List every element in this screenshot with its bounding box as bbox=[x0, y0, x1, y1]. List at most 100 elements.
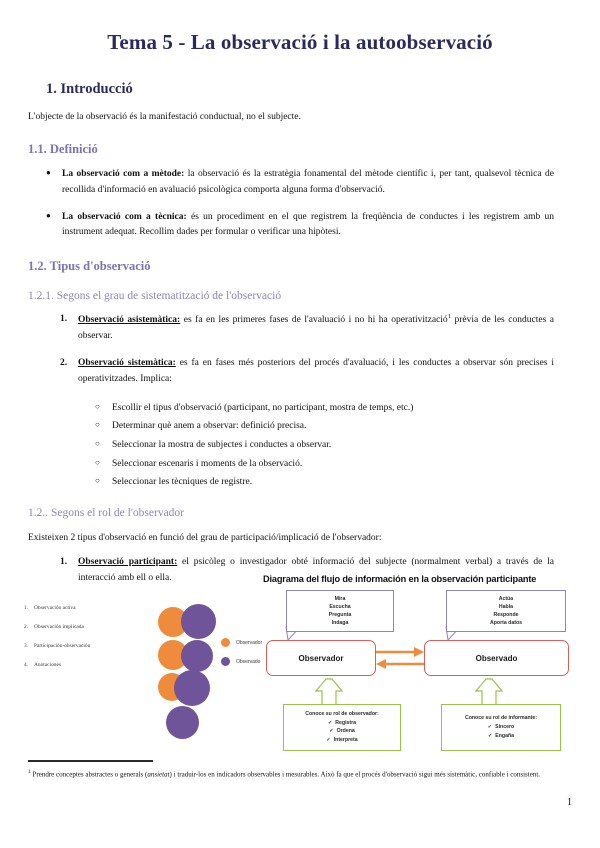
list-item: Escollir el tipus d'observació (particip… bbox=[95, 400, 554, 417]
diagram-title: Diagrama del flujo de información en la … bbox=[263, 574, 537, 584]
observed-actions-box: Actúa Habla Responde Aporta datos bbox=[446, 590, 566, 632]
observed-box: Observado bbox=[424, 640, 569, 676]
list-item: Seleccionar escenaris i moments de la ob… bbox=[95, 456, 554, 473]
list-item: Observació asistemàtica: es fa en les pr… bbox=[60, 312, 555, 345]
item-label: Participación-observación bbox=[34, 642, 91, 649]
footnote-separator bbox=[28, 760, 153, 762]
bullet-text: és un procediment en el que registrem la… bbox=[62, 211, 554, 238]
list-item: Seleccionar les tècniques de registre. bbox=[95, 474, 554, 491]
list-item: 3. Participación-observación bbox=[24, 642, 144, 650]
role-item: ✓Engaña bbox=[488, 732, 514, 740]
item-label: Observación implicada bbox=[34, 623, 84, 630]
observed-circle bbox=[181, 640, 213, 672]
footnote-before: Prendre conceptes abstractes o generals … bbox=[30, 770, 148, 779]
item-number: 1. bbox=[24, 605, 29, 611]
legend-dot-icon bbox=[221, 657, 230, 666]
heading-rol-observador: 1.2.. Segons el rol de l'observador bbox=[28, 506, 185, 519]
diagram-connectors bbox=[285, 626, 504, 706]
observer-label: Observador bbox=[298, 653, 344, 663]
rol-paragraph: Existeixen 2 tipus d'observació en funci… bbox=[28, 532, 382, 543]
bullet-term: La observació com a mètode: bbox=[62, 169, 185, 180]
check-icon: ✓ bbox=[326, 736, 331, 743]
list-item: Determinar què anem a observar: definici… bbox=[95, 418, 554, 435]
footnote-text: 1 Prendre conceptes abstractes o general… bbox=[28, 768, 573, 781]
footnote-marker: 1 bbox=[28, 769, 31, 775]
observed-circle bbox=[174, 670, 210, 706]
list-item: La observació com a tècnica: és un proce… bbox=[46, 209, 554, 241]
item-text: es fa en fases més posteriors del procés… bbox=[78, 358, 555, 385]
item-label: Anotaciones bbox=[34, 661, 61, 668]
heading-tipus-observacio: 1.2. Tipus d'observació bbox=[28, 258, 151, 273]
list-item: 1.Observación activa bbox=[24, 605, 144, 612]
item-number: 3. bbox=[24, 642, 29, 649]
check-icon: ✓ bbox=[487, 724, 493, 731]
list-item: La observació com a mètode: la observaci… bbox=[46, 166, 554, 198]
action-label: Responde bbox=[493, 612, 519, 618]
legend-item-observador: Observador bbox=[221, 638, 262, 647]
intro-paragraph: L'objecte de la observació és la manifes… bbox=[28, 112, 301, 122]
role-item-label: Registra bbox=[335, 720, 357, 727]
action-label: Indaga bbox=[331, 620, 349, 627]
heading-introduccio: 1. Introducció bbox=[46, 81, 133, 97]
observed-circle bbox=[166, 706, 199, 739]
legend-label: Observador bbox=[236, 639, 263, 646]
action-label: Escucha bbox=[329, 603, 351, 610]
illustration-legend: Observador Observado bbox=[221, 638, 262, 676]
arrow-head-left bbox=[376, 659, 386, 669]
list-item: Seleccionar la mostra de subjectes i con… bbox=[95, 437, 554, 454]
role-item: ✓Sincero bbox=[488, 723, 514, 731]
list-item: Observació sistemàtica: es fa en fases m… bbox=[60, 356, 555, 387]
arrow-up-observed-role bbox=[474, 678, 504, 706]
observer-actions-box: Mira Escucha Pregunta Indaga bbox=[286, 590, 394, 632]
item-term: Observació participant: bbox=[78, 557, 178, 568]
illustration-list: 1.Observación activa 2. Observación impli… bbox=[24, 605, 144, 682]
item-term: Observació sistemàtica: bbox=[78, 358, 176, 369]
role-item: ✓Interpreta bbox=[326, 736, 357, 744]
role-item-label: Ordena bbox=[336, 728, 355, 735]
check-icon: ✓ bbox=[329, 728, 334, 735]
item-text: el psicòleg o investigador obté informac… bbox=[78, 557, 555, 583]
action-label: Actúa bbox=[498, 595, 514, 602]
heading-sistematitzacio: 1.2.1. Segons el grau de sistematització… bbox=[28, 289, 282, 302]
legend-item-observado: Observado bbox=[221, 657, 262, 666]
footnote-after: ) i traduir-los en indicadors observable… bbox=[169, 770, 541, 779]
list-item: 4. Anotaciones bbox=[24, 661, 144, 669]
observed-role-box: Conoce su rol de informante: ✓Sincero ✓E… bbox=[441, 704, 561, 751]
rol-numbered-list: Observació participant: el psicòleg o in… bbox=[0, 555, 600, 586]
implica-sub-list: Escollir el tipus d'observació (particip… bbox=[0, 400, 600, 491]
role-heading: Conoce su rol de informante: bbox=[464, 715, 538, 722]
action-label: Pregunta bbox=[328, 612, 352, 618]
item-text-after: prèvia de les conductes a observar. bbox=[78, 315, 555, 341]
arrow-up-observer-role bbox=[314, 678, 344, 706]
role-item-label: Sincero bbox=[495, 724, 515, 731]
footnote-reference: 1 bbox=[447, 312, 451, 320]
page-title: Tema 5 - La observació i la autoobservac… bbox=[107, 30, 493, 54]
role-item-label: Interpreta bbox=[333, 736, 358, 743]
footnote-italic-term: ansietat bbox=[147, 770, 170, 779]
flow-diagram: Diagrama del flujo de información en la … bbox=[258, 572, 596, 762]
definicio-bullet-list: La observació com a mètode: la observaci… bbox=[0, 166, 600, 241]
figure-zone: 1.Observación activa 2. Observación impli… bbox=[0, 572, 600, 762]
item-number: 2. bbox=[24, 623, 29, 630]
observed-circle bbox=[181, 604, 216, 639]
sistematitzacio-numbered-list: Observació asistemàtica: es fa en les pr… bbox=[0, 312, 600, 388]
bullet-term: La observació com a tècnica: bbox=[62, 211, 187, 222]
observer-box: Observador bbox=[266, 640, 376, 676]
observer-role-box: Conoce su rol de observador: ✓Registra ✓… bbox=[283, 704, 401, 751]
list-item: Observació participant: el psicòleg o in… bbox=[60, 555, 555, 586]
bullet-text: la observació és la estratègia fonamenta… bbox=[62, 169, 554, 195]
heading-definicio: 1.1. Definició bbox=[28, 142, 98, 157]
observed-label: Observado bbox=[475, 653, 518, 663]
list-item: 2. Observación implicada bbox=[24, 623, 144, 631]
item-number: 4. bbox=[24, 661, 29, 668]
role-item: ✓Registra bbox=[328, 719, 356, 727]
role-item: ✓Ordena bbox=[329, 727, 355, 735]
item-term: Observació asistemàtica: bbox=[78, 315, 181, 326]
item-text: es fa en les primeres fases de l'avaluac… bbox=[180, 315, 448, 326]
legend-dot-icon bbox=[221, 638, 230, 647]
page-number: 1 bbox=[567, 797, 572, 808]
role-item-label: Engaña bbox=[495, 732, 515, 739]
left-illustration: 1.Observación activa 2. Observación impli… bbox=[18, 600, 262, 739]
legend-label: Observado bbox=[236, 658, 261, 665]
check-icon: ✓ bbox=[487, 732, 493, 739]
